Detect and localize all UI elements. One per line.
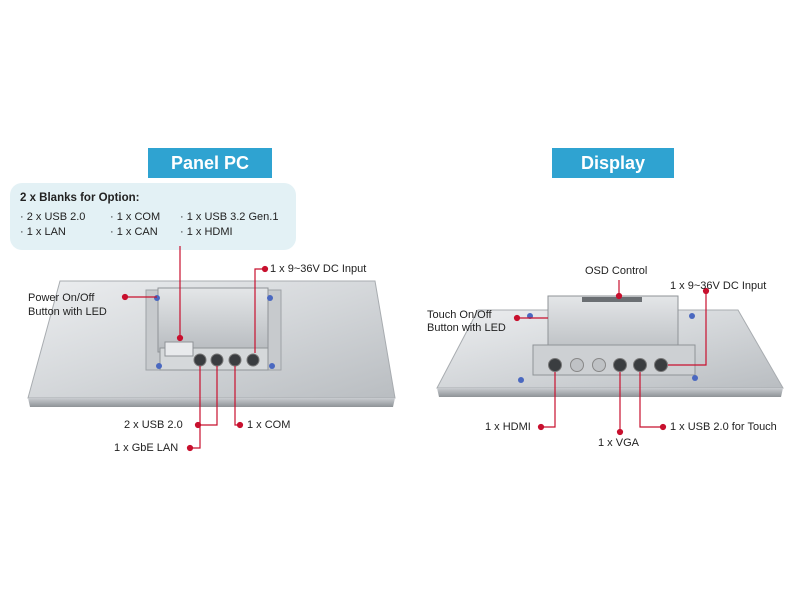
power-button-label-line2: Button with LED [28, 306, 107, 318]
panel-pc-leaders [121, 246, 269, 452]
display-vga-label: 1 x VGA [598, 437, 639, 449]
panel-com-label: 1 x COM [247, 419, 291, 431]
osd-control-label: OSD Control [585, 265, 648, 277]
panel-dc-input-label: 1 x 9~36V DC Input [270, 263, 367, 275]
blank-cover-icon [164, 341, 194, 357]
screw-icon [154, 295, 160, 301]
display-hdmi-label: 1 x HDMI [485, 421, 531, 433]
connector-icon [633, 358, 647, 372]
connector-icon [654, 358, 668, 372]
option-item: · 1 x LAN [20, 226, 66, 238]
panel-usb-label: 2 x USB 2.0 [124, 419, 183, 431]
panel-pc-edge [28, 398, 395, 407]
osd-buttons-icon [582, 297, 642, 302]
screw-icon [518, 377, 524, 383]
connector-icon [193, 353, 207, 367]
touch-button-label-line1: Touch On/Off [427, 309, 492, 321]
connector-icon [210, 353, 224, 367]
option-item: · 1 x COM [110, 211, 161, 223]
screw-icon [156, 363, 162, 369]
connector-icon [613, 358, 627, 372]
blank-connector-icon [592, 358, 606, 372]
screw-icon [267, 295, 273, 301]
option-item: · 1 x HDMI [180, 226, 233, 238]
connector-icon [246, 353, 260, 367]
screw-icon [689, 313, 695, 319]
display-leaders [513, 280, 710, 436]
option-item: · 1 x USB 3.2 Gen.1 [180, 211, 279, 223]
screw-icon [692, 375, 698, 381]
option-item: · 2 x USB 2.0 [20, 211, 86, 223]
display-dc-input-label: 1 x 9~36V DC Input [670, 280, 767, 292]
display-device [436, 295, 784, 397]
touch-button-label-line2: Button with LED [427, 322, 506, 334]
display-usb-touch-label: 1 x USB 2.0 for Touch [670, 421, 777, 433]
panel-lan-label: 1 x GbE LAN [114, 442, 179, 454]
blank-connector-icon [570, 358, 584, 372]
panel-pc-device [27, 280, 396, 407]
panel-pc-io-box [157, 287, 269, 353]
display-edge [437, 388, 783, 397]
options-box [10, 183, 296, 250]
options-heading: 2 x Blanks for Option: [20, 192, 140, 204]
power-button-label-line1: Power On/Off [28, 292, 95, 304]
display-io-panel [532, 344, 696, 376]
connector-icon [548, 358, 562, 372]
option-item: · 1 x CAN [110, 226, 158, 238]
connector-icon [228, 353, 242, 367]
panel-pc-title: Panel PC [148, 148, 272, 178]
display-title: Display [552, 148, 674, 178]
screw-icon [269, 363, 275, 369]
